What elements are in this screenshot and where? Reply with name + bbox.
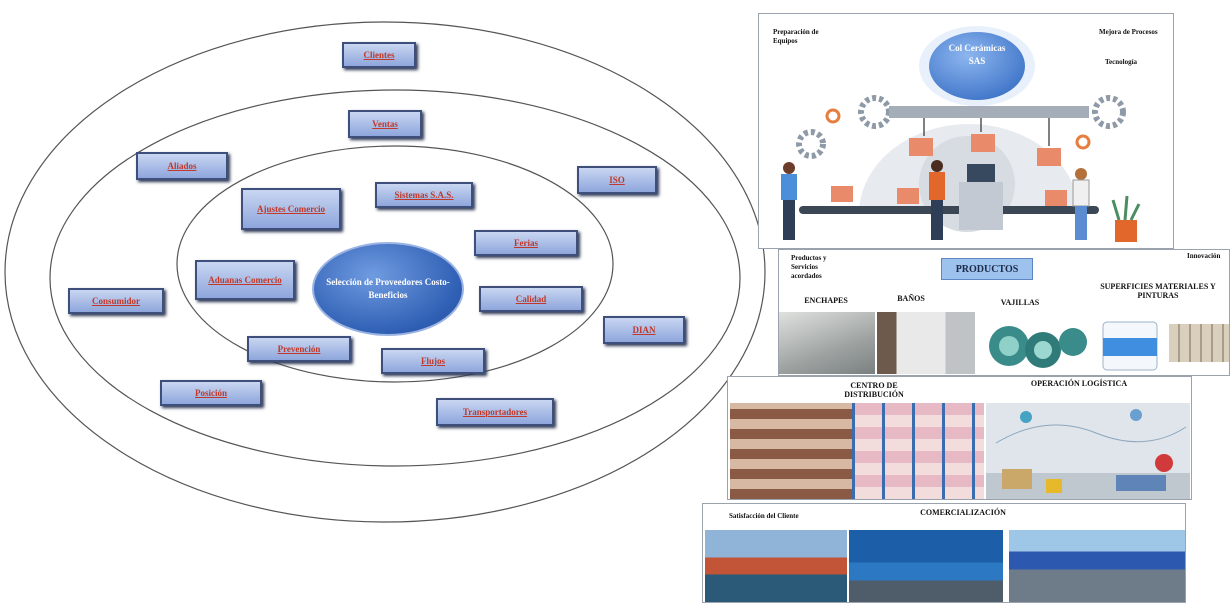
logistics-operation-title: OPERACIÓN LOGÍSTICA — [1030, 379, 1128, 388]
label-sistemas: Sistemas S.A.S. — [375, 182, 473, 208]
company-circle — [929, 32, 1025, 100]
preparation-text: Preparación de Equipos — [773, 28, 819, 45]
technology-text: Tecnología — [1105, 58, 1138, 66]
label-iso: ISO — [577, 166, 657, 194]
products-title: PRODUCTOS — [941, 258, 1033, 280]
banos-photo — [877, 312, 975, 374]
category-enchapes: ENCHAPES — [804, 296, 848, 305]
label-prevencion: Prevención — [247, 336, 351, 362]
tiles-photo — [1169, 324, 1229, 362]
company-panel: Preparación de Equipos Mejora de Proceso… — [758, 13, 1174, 249]
center-node: Selección de Proveedores Costo-Beneficio… — [312, 242, 464, 336]
enchapes-photo — [779, 312, 875, 374]
outer-ring — [4, 21, 766, 523]
commerce-panel: Satisfacción del Cliente COMERCIALIZACIÓ… — [702, 503, 1186, 603]
products-panel: Productos y Servicios acordados PRODUCTO… — [778, 249, 1230, 376]
customer-satisfaction-text: Satisfacción del Cliente — [729, 512, 799, 520]
port-photo — [705, 530, 847, 602]
label-dian: DIAN — [603, 316, 685, 344]
distribution-center-title: CENTRO DE DISTRIBUCIÓN — [844, 381, 904, 399]
innovation-text: Innovación — [1187, 252, 1221, 260]
middle-ring — [49, 89, 741, 467]
distribution-panel: CENTRO DE DISTRIBUCIÓN OPERACIÓN LOGÍSTI… — [727, 376, 1192, 500]
warehouse-racks — [852, 403, 984, 499]
logistics-photo — [986, 403, 1190, 499]
label-flujos: Flujos — [381, 348, 485, 374]
label-consumidor: Consumidor — [68, 288, 164, 314]
paint-photo — [1102, 321, 1158, 371]
company-name: Col Cerámicas SAS — [948, 43, 1006, 66]
label-clientes: Clientes — [342, 42, 416, 68]
category-vajillas: VAJILLAS — [1000, 298, 1040, 307]
category-banos: BAÑOS — [897, 294, 925, 303]
inner-ring — [176, 145, 614, 383]
label-ferias: Ferias — [474, 230, 578, 256]
label-transportadores: Transportadores — [436, 398, 554, 426]
center-store-photo — [1009, 530, 1185, 602]
vajillas-photo — [989, 326, 1087, 368]
category-superficies: SUPERFICIES MATERIALES Y PINTURAS — [1100, 282, 1216, 300]
label-posicion: Posición — [160, 380, 262, 406]
label-aduanas-comercio: Aduanas Comercio — [195, 260, 295, 300]
store-photo — [849, 530, 1003, 602]
agreed-products-text: Productos y Servicios acordados — [791, 254, 827, 280]
label-ajustes-comercio: Ajustes Comercio — [241, 188, 341, 230]
process-improvement-text: Mejora de Procesos — [1099, 28, 1158, 36]
factory-illustration — [781, 26, 1141, 242]
commercialization-title: COMERCIALIZACIÓN — [920, 508, 1006, 517]
label-calidad: Calidad — [479, 286, 583, 312]
label-aliados: Aliados — [136, 152, 228, 180]
label-ventas: Ventas — [348, 110, 422, 138]
